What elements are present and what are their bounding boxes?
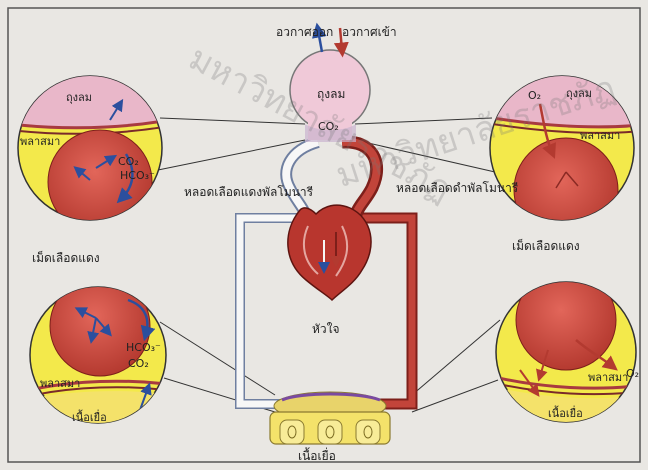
tr-plasma-label: พลาสมา: [580, 130, 620, 141]
br-tissue-label: เนื้อเยื่อ: [548, 408, 583, 419]
alveolus-co2-label: CO₂: [318, 121, 339, 132]
tr-rbc-label: เม็ดเลือดแดง: [512, 240, 580, 252]
tl-plasma-label: พลาสมา: [20, 136, 60, 147]
tissue-label: เนื้อเยื่อ: [298, 450, 336, 462]
tissue-cells: [270, 392, 390, 444]
tr-alveolus-label: ถุงลม: [566, 88, 592, 99]
br-o2-label: O₂: [626, 368, 639, 379]
air-out-label: อวกาศออก: [276, 26, 333, 38]
br-plasma-label: พลาสมา: [588, 372, 628, 383]
pulmonary-vein-label: หลอดเลือดดำพัลโมนารี: [396, 182, 518, 194]
bl-tissue-label: เนื้อเยื่อ: [72, 412, 107, 423]
tr-o2-label: O₂: [528, 90, 541, 101]
bl-hco3-label: HCO₃⁻: [126, 342, 161, 353]
tl-rbc-label: เม็ดเลือดแดง: [32, 252, 100, 264]
tl-co2-label: CO₂: [118, 156, 139, 167]
air-in-label: อวกาศเข้า: [342, 26, 397, 38]
pulmonary-artery-label: หลอดเลือดแดงพัลโมนารี: [184, 186, 313, 198]
bl-co2-label: CO₂: [128, 358, 149, 369]
panel-bottom-right: [490, 270, 648, 430]
panel-top-left: [10, 76, 180, 234]
bl-plasma-label: พลาสมา: [40, 378, 80, 389]
alveolus-label: ถุงลม: [317, 88, 345, 100]
heart-graphic: [288, 205, 371, 300]
heart-label: หัวใจ: [312, 323, 340, 335]
tl-hco3-label: HCO₃⁻: [120, 170, 155, 181]
tl-alveolus-label: ถุงลม: [66, 92, 92, 103]
